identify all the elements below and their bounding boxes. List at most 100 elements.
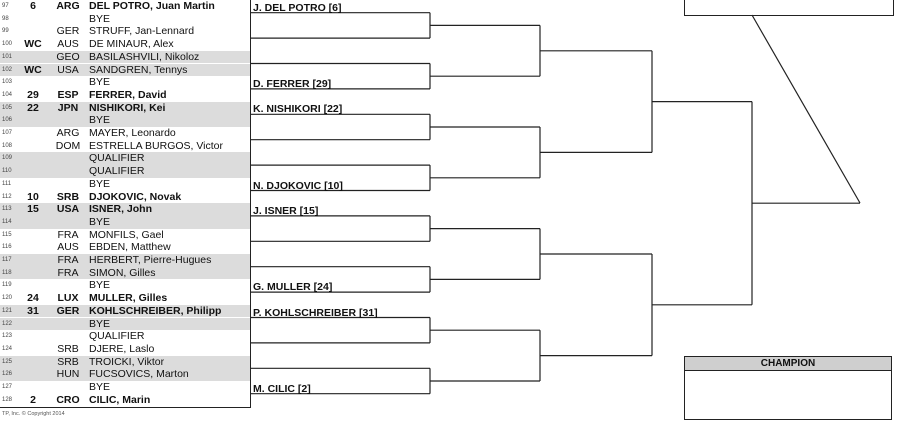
player-name: BYE	[89, 12, 111, 25]
country-code: ESP	[57, 88, 79, 101]
player-name: BYE	[89, 381, 111, 393]
player-name: ISNER, John	[89, 203, 153, 216]
player-name: BYE	[89, 114, 111, 127]
country-code: FRA	[57, 254, 79, 266]
country-code: LUX	[57, 292, 79, 305]
draw-row: 119 BYE	[0, 279, 250, 292]
country-code: SRB	[57, 342, 79, 355]
draw-position: 120	[2, 295, 13, 302]
seed-label: WC	[24, 63, 42, 76]
draw-bottom-border	[0, 407, 250, 408]
champion-header: CHAMPION	[685, 357, 891, 371]
draw-position: 111	[2, 180, 12, 187]
country-code: SRB	[57, 355, 79, 368]
draw-position: 127	[2, 384, 13, 390]
player-name: BYE	[89, 279, 111, 292]
draw-row: 120 24 LUX MULLER, Gilles	[0, 292, 250, 305]
country-code: AUS	[57, 38, 79, 51]
advancer-label: K. NISHIKORI [22]	[253, 103, 343, 116]
player-name: KOHLSCHREIBER, Philipp	[89, 304, 222, 317]
draw-row: 110 QUALIFIER	[0, 165, 250, 178]
draw-row: 117 FRA HERBERT, Pierre-Hugues	[0, 254, 250, 267]
country-code: CRO	[56, 393, 80, 406]
draw-position: 119	[2, 282, 12, 289]
player-name: QUALIFIER	[89, 165, 145, 178]
advancer-label: J. ISNER [15]	[253, 204, 319, 217]
draw-position: 104	[2, 91, 13, 98]
draw-position: 114	[2, 218, 12, 225]
country-code: FRA	[57, 266, 79, 279]
country-code: SRB	[56, 190, 80, 203]
player-name: MULLER, Gilles	[89, 292, 168, 305]
advancer-label: N. DJOKOVIC [10]	[253, 179, 343, 192]
seed-label: 24	[27, 292, 39, 305]
draw-position: 121	[2, 307, 13, 314]
draw-position: 109	[2, 155, 13, 162]
player-name: STRUFF, Jan-Lennard	[89, 25, 195, 38]
draw-position: 128	[2, 396, 13, 403]
copyright-text: TP, Inc. © Copyright 2014	[2, 411, 65, 417]
player-name: SANDGREN, Tennys	[89, 63, 188, 76]
seed-label: 22	[27, 101, 39, 114]
advancer-label: G. MULLER [24]	[253, 281, 333, 294]
draw-position: 117	[2, 257, 12, 263]
player-name: DE MINAUR, Alex	[89, 38, 174, 51]
player-name: BYE	[89, 215, 111, 228]
country-code: FRA	[57, 228, 79, 241]
draw-position: 106	[2, 117, 13, 124]
seed-label: 15	[27, 203, 39, 216]
player-name: MONFILS, Gael	[89, 228, 164, 241]
seed-label: 10	[27, 190, 39, 203]
seed-label: WC	[24, 38, 42, 51]
player-name: DJOKOVIC, Novak	[89, 190, 182, 203]
draw-position: 126	[2, 371, 13, 378]
player-name: BYE	[89, 317, 111, 330]
seed-label: 2	[30, 393, 36, 406]
draw-position: 115	[2, 231, 12, 238]
draw-row: 114 BYE	[0, 215, 250, 229]
draw-position: 101	[2, 53, 13, 60]
draw-position: 125	[2, 358, 13, 365]
champion-box: CHAMPION	[684, 356, 892, 420]
draw-row: 122 BYE	[0, 317, 250, 331]
draw-row: 125 SRB TROICKI, Viktor	[0, 355, 250, 369]
draw-row: 121 31 GER KOHLSCHREIBER, Philipp	[0, 304, 250, 318]
draw-position: 107	[2, 130, 13, 136]
draw-position: 116	[2, 244, 12, 251]
player-name: HERBERT, Pierre-Hugues	[89, 254, 212, 266]
draw-position: 98	[2, 15, 9, 22]
advancer-label: P. KOHLSCHREIBER [31]	[253, 306, 378, 319]
player-name: BASILASHVILI, Nikoloz	[89, 50, 200, 63]
draw-position: 102	[2, 66, 13, 73]
draw-position: 108	[2, 142, 13, 149]
player-name: ESTRELLA BURGOS, Victor	[89, 139, 224, 152]
country-code: JPN	[57, 101, 79, 114]
country-code: GER	[56, 304, 80, 317]
draw-row: 106 BYE	[0, 114, 250, 127]
draw-row: 115 FRA MONFILS, Gael	[0, 229, 250, 242]
draw-position: 118	[2, 269, 12, 276]
draw-position: 110	[2, 168, 12, 175]
player-name: TROICKI, Viktor	[89, 355, 165, 368]
advancer-label: J. DEL POTRO [6]	[253, 1, 342, 14]
draw-position: 122	[2, 320, 13, 327]
seed-label: 31	[27, 304, 39, 317]
draw-position: 124	[2, 345, 13, 352]
